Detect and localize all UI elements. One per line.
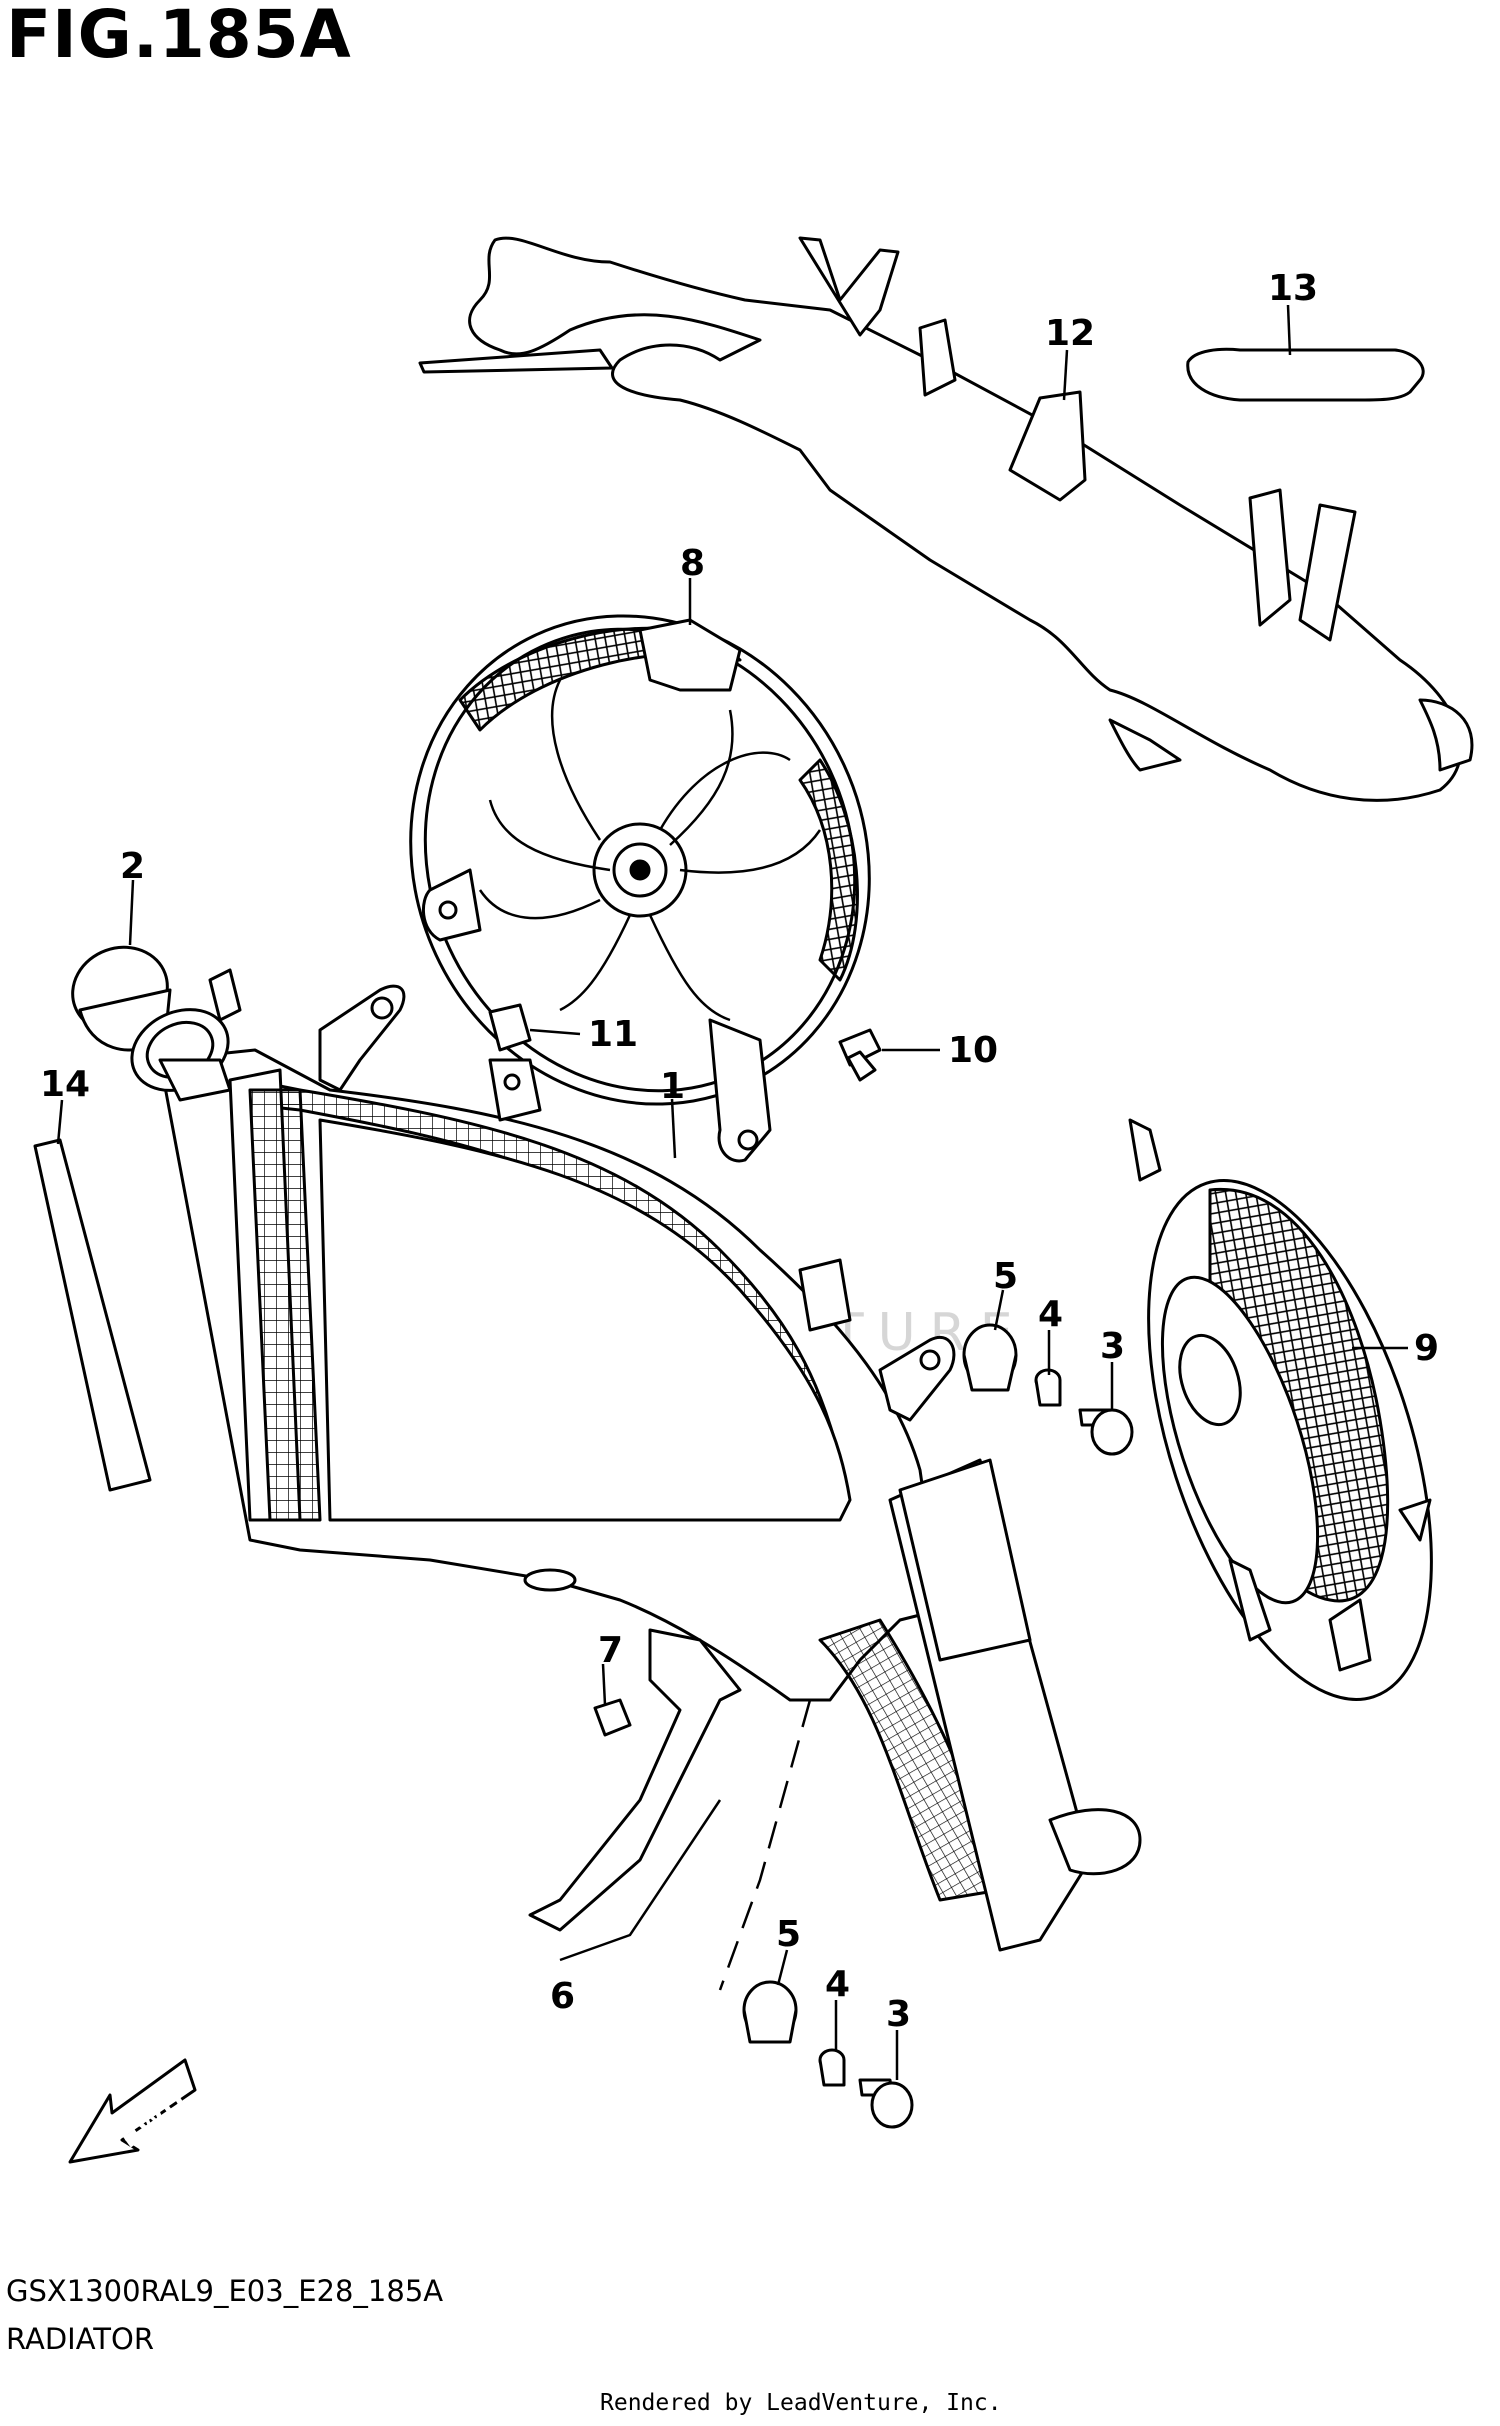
part-6-bracket (528, 1628, 742, 1932)
part-1-radiator (158, 984, 1142, 1952)
callout-1: 1 (660, 1066, 685, 1107)
callout-12: 12 (1045, 313, 1095, 354)
figure-title: FIG.185A (6, 0, 352, 73)
forward-direction-arrow (68, 2058, 197, 2164)
callout-6: 6 (550, 1976, 575, 2017)
callout-5-upper: 5 (993, 1256, 1018, 1297)
part-12-radiator-cover (418, 236, 1474, 802)
callout-labels: 1 2 3 3 4 4 5 5 6 7 8 9 10 11 12 13 14 F… (40, 268, 1439, 2155)
callout-3-upper: 3 (1100, 1326, 1125, 1367)
part-11-clip-nut (488, 1003, 532, 1052)
callout-3-lower: 3 (886, 1994, 911, 2035)
part-14-sponge-block (33, 1138, 152, 1492)
part-7-bolt (593, 1698, 632, 1737)
callout-8: 8 (680, 543, 705, 584)
render-credit: Rendered by LeadVenture, Inc. (600, 2390, 1002, 2416)
callout-13: 13 (1268, 268, 1318, 309)
part-10-bolt (838, 1028, 882, 1082)
leader-lines (56, 304, 1408, 2080)
part-13-sponge (1186, 347, 1425, 402)
callout-10: 10 (948, 1030, 998, 1071)
part-9-fan-assembly (1128, 1118, 1433, 1701)
callout-7: 7 (598, 1630, 623, 1671)
part-8-fan-assembly (409, 614, 871, 1163)
callout-14: 14 (40, 1064, 90, 1105)
model-code: GSX1300RAL9_E03_E28_185A (6, 2274, 444, 2308)
callout-9: 9 (1414, 1328, 1439, 1369)
callout-4-upper: 4 (1038, 1294, 1063, 1335)
callout-11: 11 (588, 1014, 638, 1055)
lower-mounting-hardware (742, 1980, 914, 2129)
callout-2: 2 (120, 846, 145, 887)
section-name: RADIATOR (6, 2322, 154, 2356)
callout-5-lower: 5 (776, 1914, 801, 1955)
callout-4-lower: 4 (825, 1964, 850, 2005)
upper-mounting-hardware (962, 1323, 1134, 1456)
part-2-radiator-cap (71, 945, 242, 1102)
